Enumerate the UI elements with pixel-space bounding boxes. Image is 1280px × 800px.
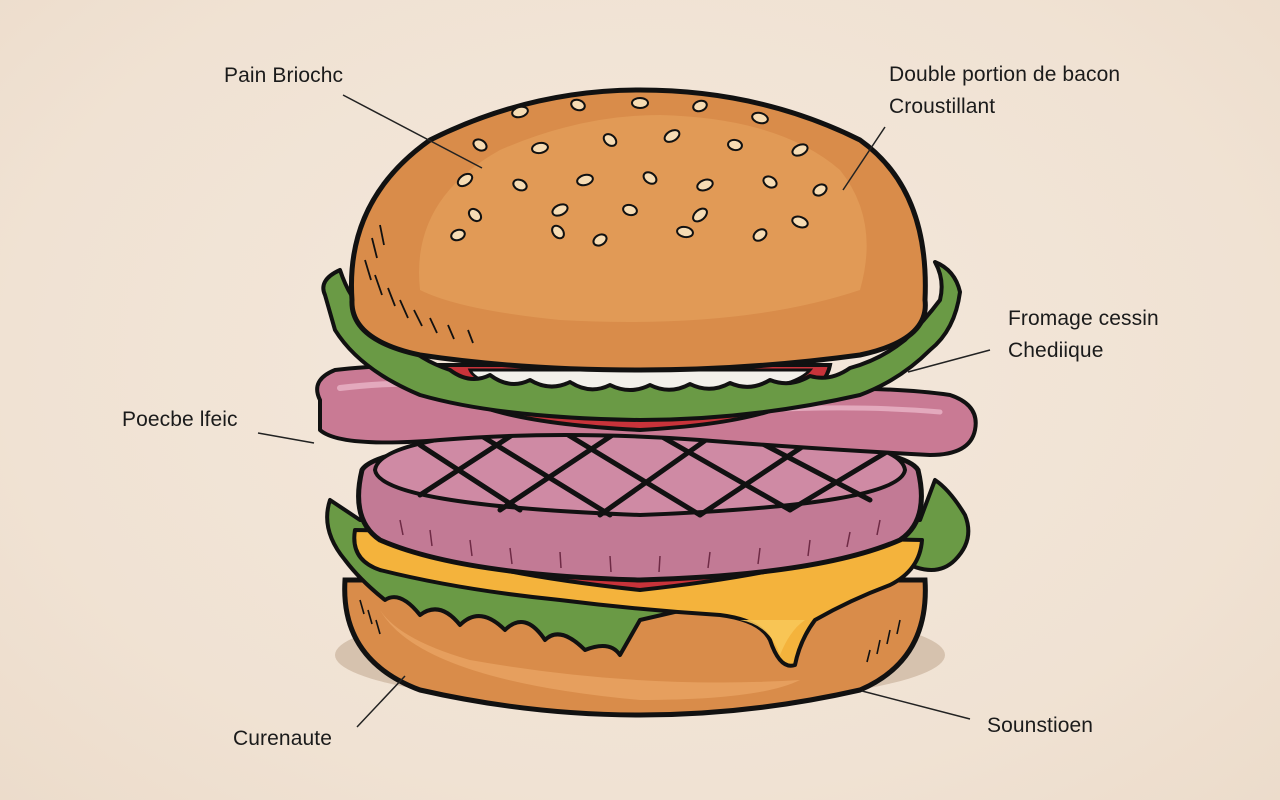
label-bacon-line2: Croustillant (889, 95, 996, 118)
leader-bacon (842, 126, 886, 191)
label-bun-top: Pain Briochc (224, 60, 343, 92)
sesame-seeds (450, 97, 828, 247)
top-bun (348, 87, 928, 373)
leader-left (257, 432, 315, 444)
leader-bottom-right (861, 690, 971, 720)
label-left-text: Poecbe lfeic (122, 408, 238, 431)
label-bottom-right: Sounstioen (987, 710, 1093, 742)
label-bun-top-text: Pain Briochc (224, 64, 344, 87)
label-left: Poecbe lfeic (122, 404, 238, 436)
leader-cheese (907, 349, 991, 373)
label-cheese-line2: Chediique (1008, 339, 1104, 362)
label-bottom-left-text: Curenaute (233, 727, 332, 750)
label-bottom-right-text: Sounstioen (987, 714, 1094, 737)
label-bottom-left: Curenaute (233, 723, 332, 755)
label-bacon-line1: Double portion de bacon (889, 63, 1121, 86)
label-cheese-line1: Fromage cessin (1008, 307, 1159, 330)
leader-bun-top (342, 94, 483, 169)
leader-lines (257, 94, 991, 728)
upper-lettuce (321, 260, 962, 422)
label-bacon: Double portion de bacon Croustillant (889, 59, 1120, 123)
leader-bottom-left (356, 675, 406, 728)
label-cheese: Fromage cessin Chediique (1008, 303, 1159, 367)
